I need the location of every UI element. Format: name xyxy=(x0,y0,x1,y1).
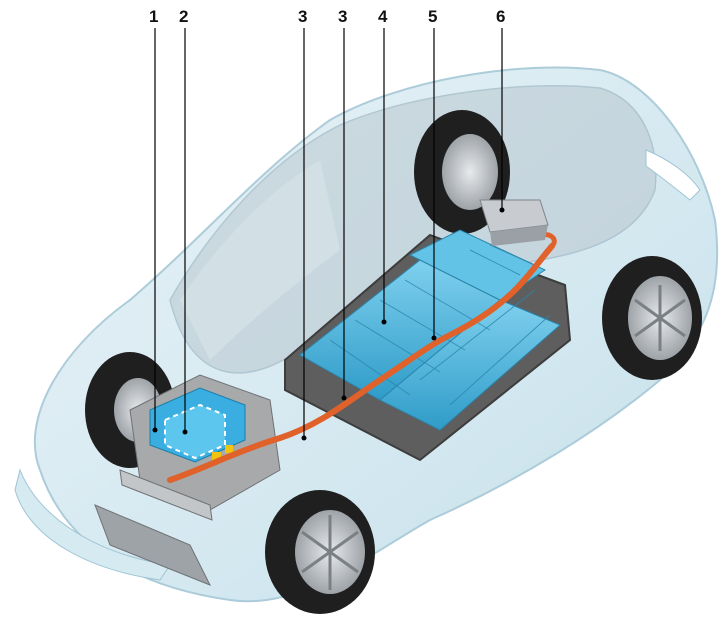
callout-3a: 3 xyxy=(298,7,308,26)
power-delivery-module xyxy=(94,374,281,586)
leader-dot-2 xyxy=(182,429,188,435)
callout-4: 4 xyxy=(378,7,388,26)
callout-5: 5 xyxy=(428,7,438,26)
front-right-wheel xyxy=(265,490,375,614)
leader-dot-5 xyxy=(431,335,437,341)
callout-3b: 3 xyxy=(338,7,348,26)
leader-dot-1 xyxy=(152,427,158,433)
callout-6: 6 xyxy=(496,7,506,26)
leader-lines xyxy=(154,28,503,438)
leader-dot-3a xyxy=(301,435,307,441)
callout-2: 2 xyxy=(179,7,189,26)
charge-port xyxy=(479,199,549,246)
leader-dot-3b xyxy=(341,395,347,401)
high-voltage-cable xyxy=(167,243,555,483)
rear-right-wheel xyxy=(602,256,702,380)
leader-dot-4 xyxy=(381,319,387,325)
callout-1: 1 xyxy=(149,7,159,26)
leader-dot-6 xyxy=(499,207,505,213)
